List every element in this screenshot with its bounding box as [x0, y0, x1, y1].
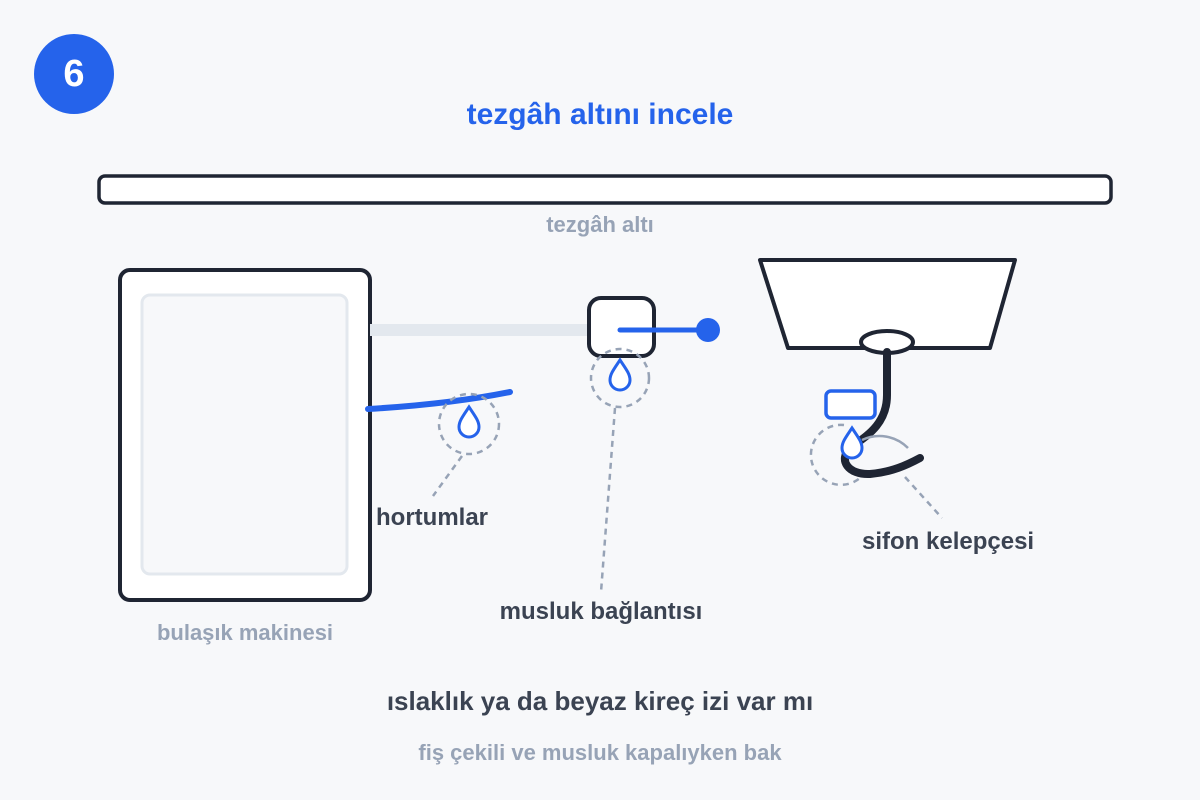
- water-drop-icon: [608, 357, 632, 392]
- faucet-connection-label: musluk bağlantısı: [499, 598, 703, 625]
- water-drop-icon: [457, 404, 481, 439]
- counter-label: tezgâh altı: [546, 212, 654, 237]
- trap-pipe: [840, 348, 924, 478]
- step-number-badge: 6: [34, 34, 114, 114]
- safety-hint: fiş çekili ve musluk kapalıyken bak: [418, 740, 782, 765]
- faucet-valve: [587, 296, 720, 358]
- valve-drip-indicator: [589, 347, 651, 593]
- dishwasher-door-panel: [140, 293, 349, 576]
- dishwasher: [118, 268, 372, 602]
- hoses-label: hortumlar: [376, 504, 489, 531]
- countertop: [97, 174, 1113, 205]
- check-question: ıslaklık ya da beyaz kireç izi var mı: [386, 686, 814, 716]
- dishwasher-label: bulaşık makinesi: [156, 620, 334, 645]
- sink-basin: [758, 258, 1017, 355]
- trap-clamp: [824, 389, 877, 420]
- hose-drip-indicator: [431, 392, 501, 497]
- water-drop-icon: [840, 425, 864, 460]
- drain-hose: [365, 389, 513, 412]
- trap-clamp-label: sifon kelepçesi: [862, 528, 1035, 555]
- trap-drip-indicator: [809, 423, 943, 519]
- supply-pipe: [370, 324, 592, 336]
- valve-handle: [696, 318, 720, 342]
- page-title: tezgâh altını incele: [466, 98, 734, 131]
